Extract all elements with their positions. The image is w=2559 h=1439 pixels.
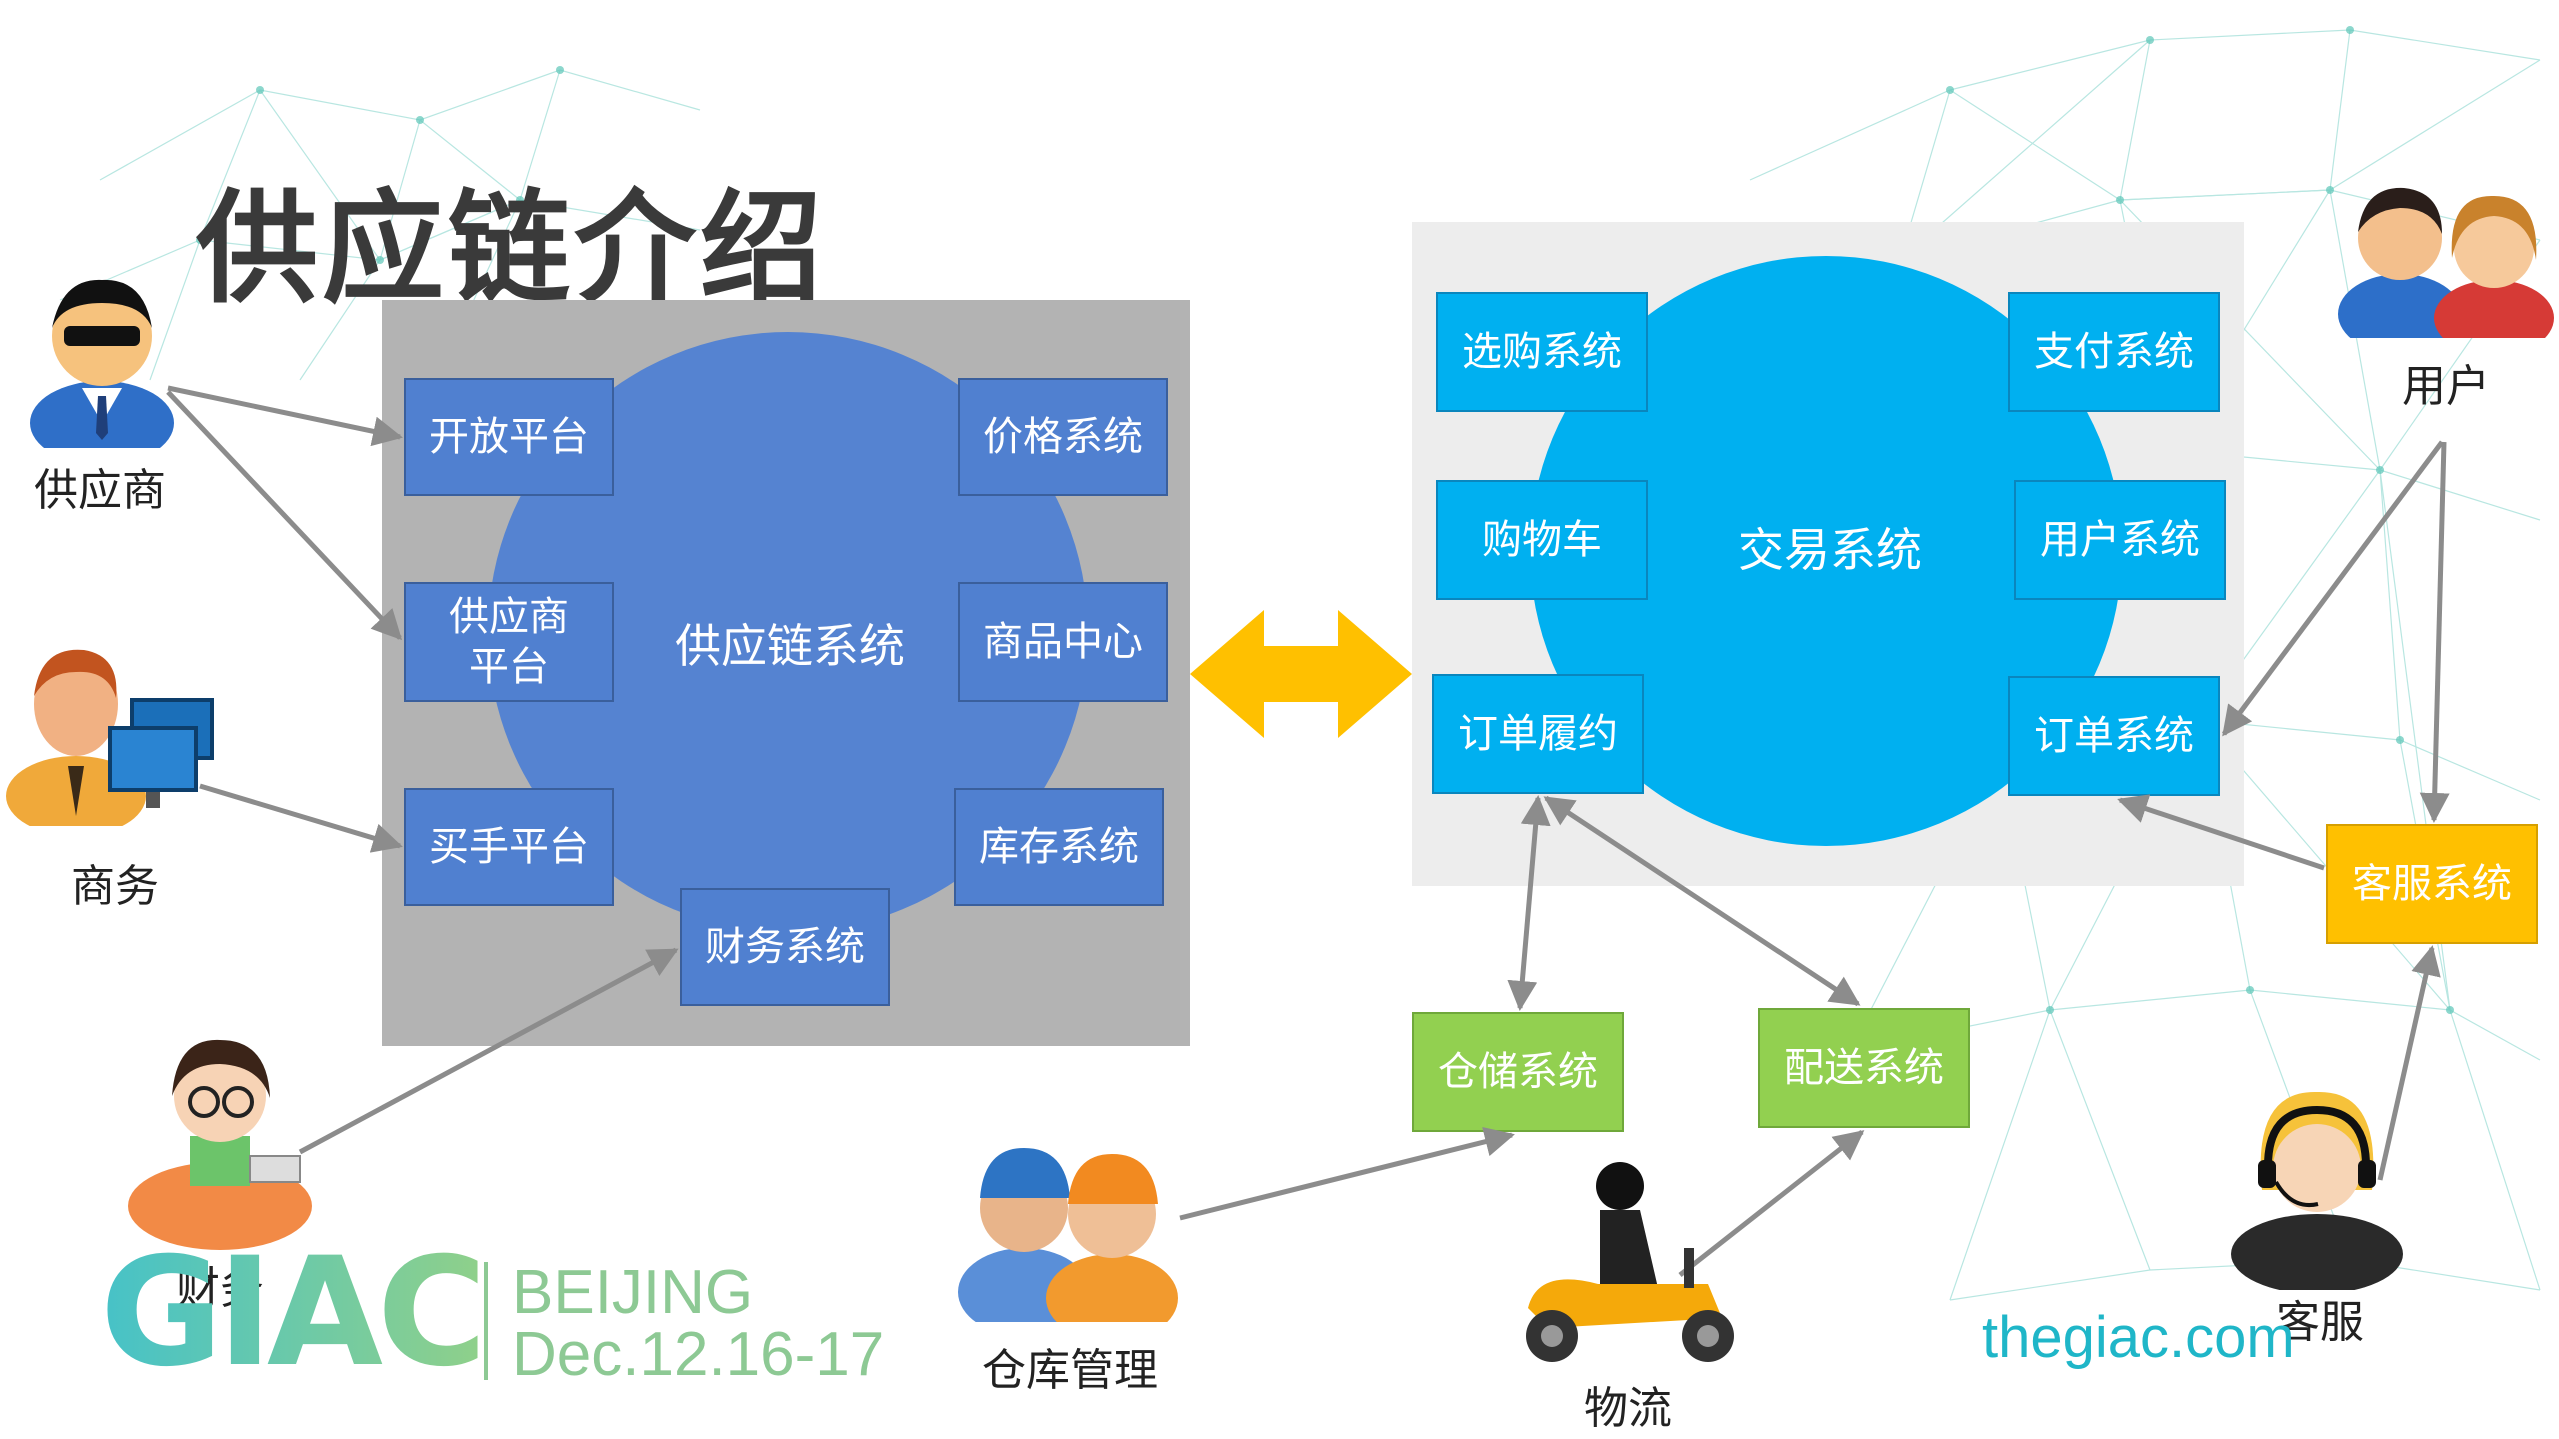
price-system-box[interactable]: 价格系统 bbox=[958, 378, 1168, 496]
arrow-users-to-order bbox=[2221, 440, 2445, 737]
delivery-system-box[interactable]: 配送系统 bbox=[1758, 1008, 1970, 1128]
users-people-icon bbox=[2338, 187, 2554, 338]
arrow-finance-to-finance-system bbox=[298, 947, 679, 1155]
logistics-label: 物流 bbox=[1584, 1383, 1672, 1434]
supplier-person-icon bbox=[30, 279, 174, 448]
supply-chain-center-label: 供应链系统 bbox=[675, 619, 905, 673]
arrow-users-to-customer-service bbox=[2419, 441, 2450, 823]
supplier-platform-box[interactable]: 供应商 平台 bbox=[404, 582, 614, 702]
arrow-supplier-to-supplier-platform bbox=[166, 390, 403, 641]
open-platform-box[interactable]: 开放平台 bbox=[404, 378, 614, 496]
arrow-warehouse-fulfillment bbox=[1507, 795, 1551, 1011]
payment-system-box[interactable]: 支付系统 bbox=[2008, 292, 2220, 412]
arrow-business-to-buyer-platform bbox=[199, 783, 403, 853]
support-label: 客服 bbox=[2276, 1297, 2364, 1348]
logo-city: BEIJING bbox=[512, 1258, 754, 1327]
order-system-box[interactable]: 订单系统 bbox=[2008, 676, 2220, 796]
arrow-customer-service-to-order bbox=[2117, 794, 2325, 871]
logo-divider bbox=[484, 1262, 488, 1380]
supplier-label: 供应商 bbox=[34, 465, 166, 516]
inventory-system-box[interactable]: 库存系统 bbox=[954, 788, 1164, 906]
arrow-delivery-fulfillment bbox=[1543, 795, 1861, 1007]
user-system-box[interactable]: 用户系统 bbox=[2014, 480, 2226, 600]
bidirectional-arrow bbox=[1190, 610, 1412, 738]
business-label: 商务 bbox=[71, 861, 159, 912]
support-agent-icon bbox=[2231, 1091, 2403, 1290]
arrow-support-to-customer-service bbox=[2377, 945, 2441, 1181]
finance-label: 财务 bbox=[140, 1252, 300, 1316]
giac-logo: GIAC bbox=[100, 1226, 487, 1400]
customer-service-system-box[interactable]: 客服系统 bbox=[2326, 824, 2538, 944]
logo-date: Dec.12.16-17 bbox=[512, 1320, 885, 1389]
shopping-system-box[interactable]: 选购系统 bbox=[1436, 292, 1648, 412]
arrow-logistics-to-delivery bbox=[1678, 1130, 1865, 1277]
cart-box[interactable]: 购物车 bbox=[1436, 480, 1648, 600]
finance-system-box[interactable]: 财务系统 bbox=[680, 888, 890, 1006]
warehouse-system-box[interactable]: 仓储系统 bbox=[1412, 1012, 1624, 1132]
users-label: 用户 bbox=[2402, 361, 2490, 412]
website-link[interactable]: thegiac.com bbox=[1982, 1305, 2295, 1370]
arrow-supplier-to-open-platform bbox=[167, 385, 403, 447]
arrow-warehouse-mgmt-to-warehouse bbox=[1179, 1126, 1515, 1221]
product-center-box[interactable]: 商品中心 bbox=[958, 582, 1168, 702]
trade-center-label: 交易系统 bbox=[1738, 523, 1922, 577]
warehouse-workers-icon bbox=[958, 1148, 1178, 1322]
finance-person-icon bbox=[128, 1039, 312, 1250]
order-fulfillment-box[interactable]: 订单履约 bbox=[1432, 674, 1644, 794]
business-person-icon bbox=[6, 649, 214, 826]
logistics-scooter-icon bbox=[1526, 1162, 1734, 1362]
warehouse-management-label: 仓库管理 bbox=[982, 1345, 1158, 1396]
buyer-platform-box[interactable]: 买手平台 bbox=[404, 788, 614, 906]
page-title: 供应链介绍 bbox=[196, 178, 826, 320]
